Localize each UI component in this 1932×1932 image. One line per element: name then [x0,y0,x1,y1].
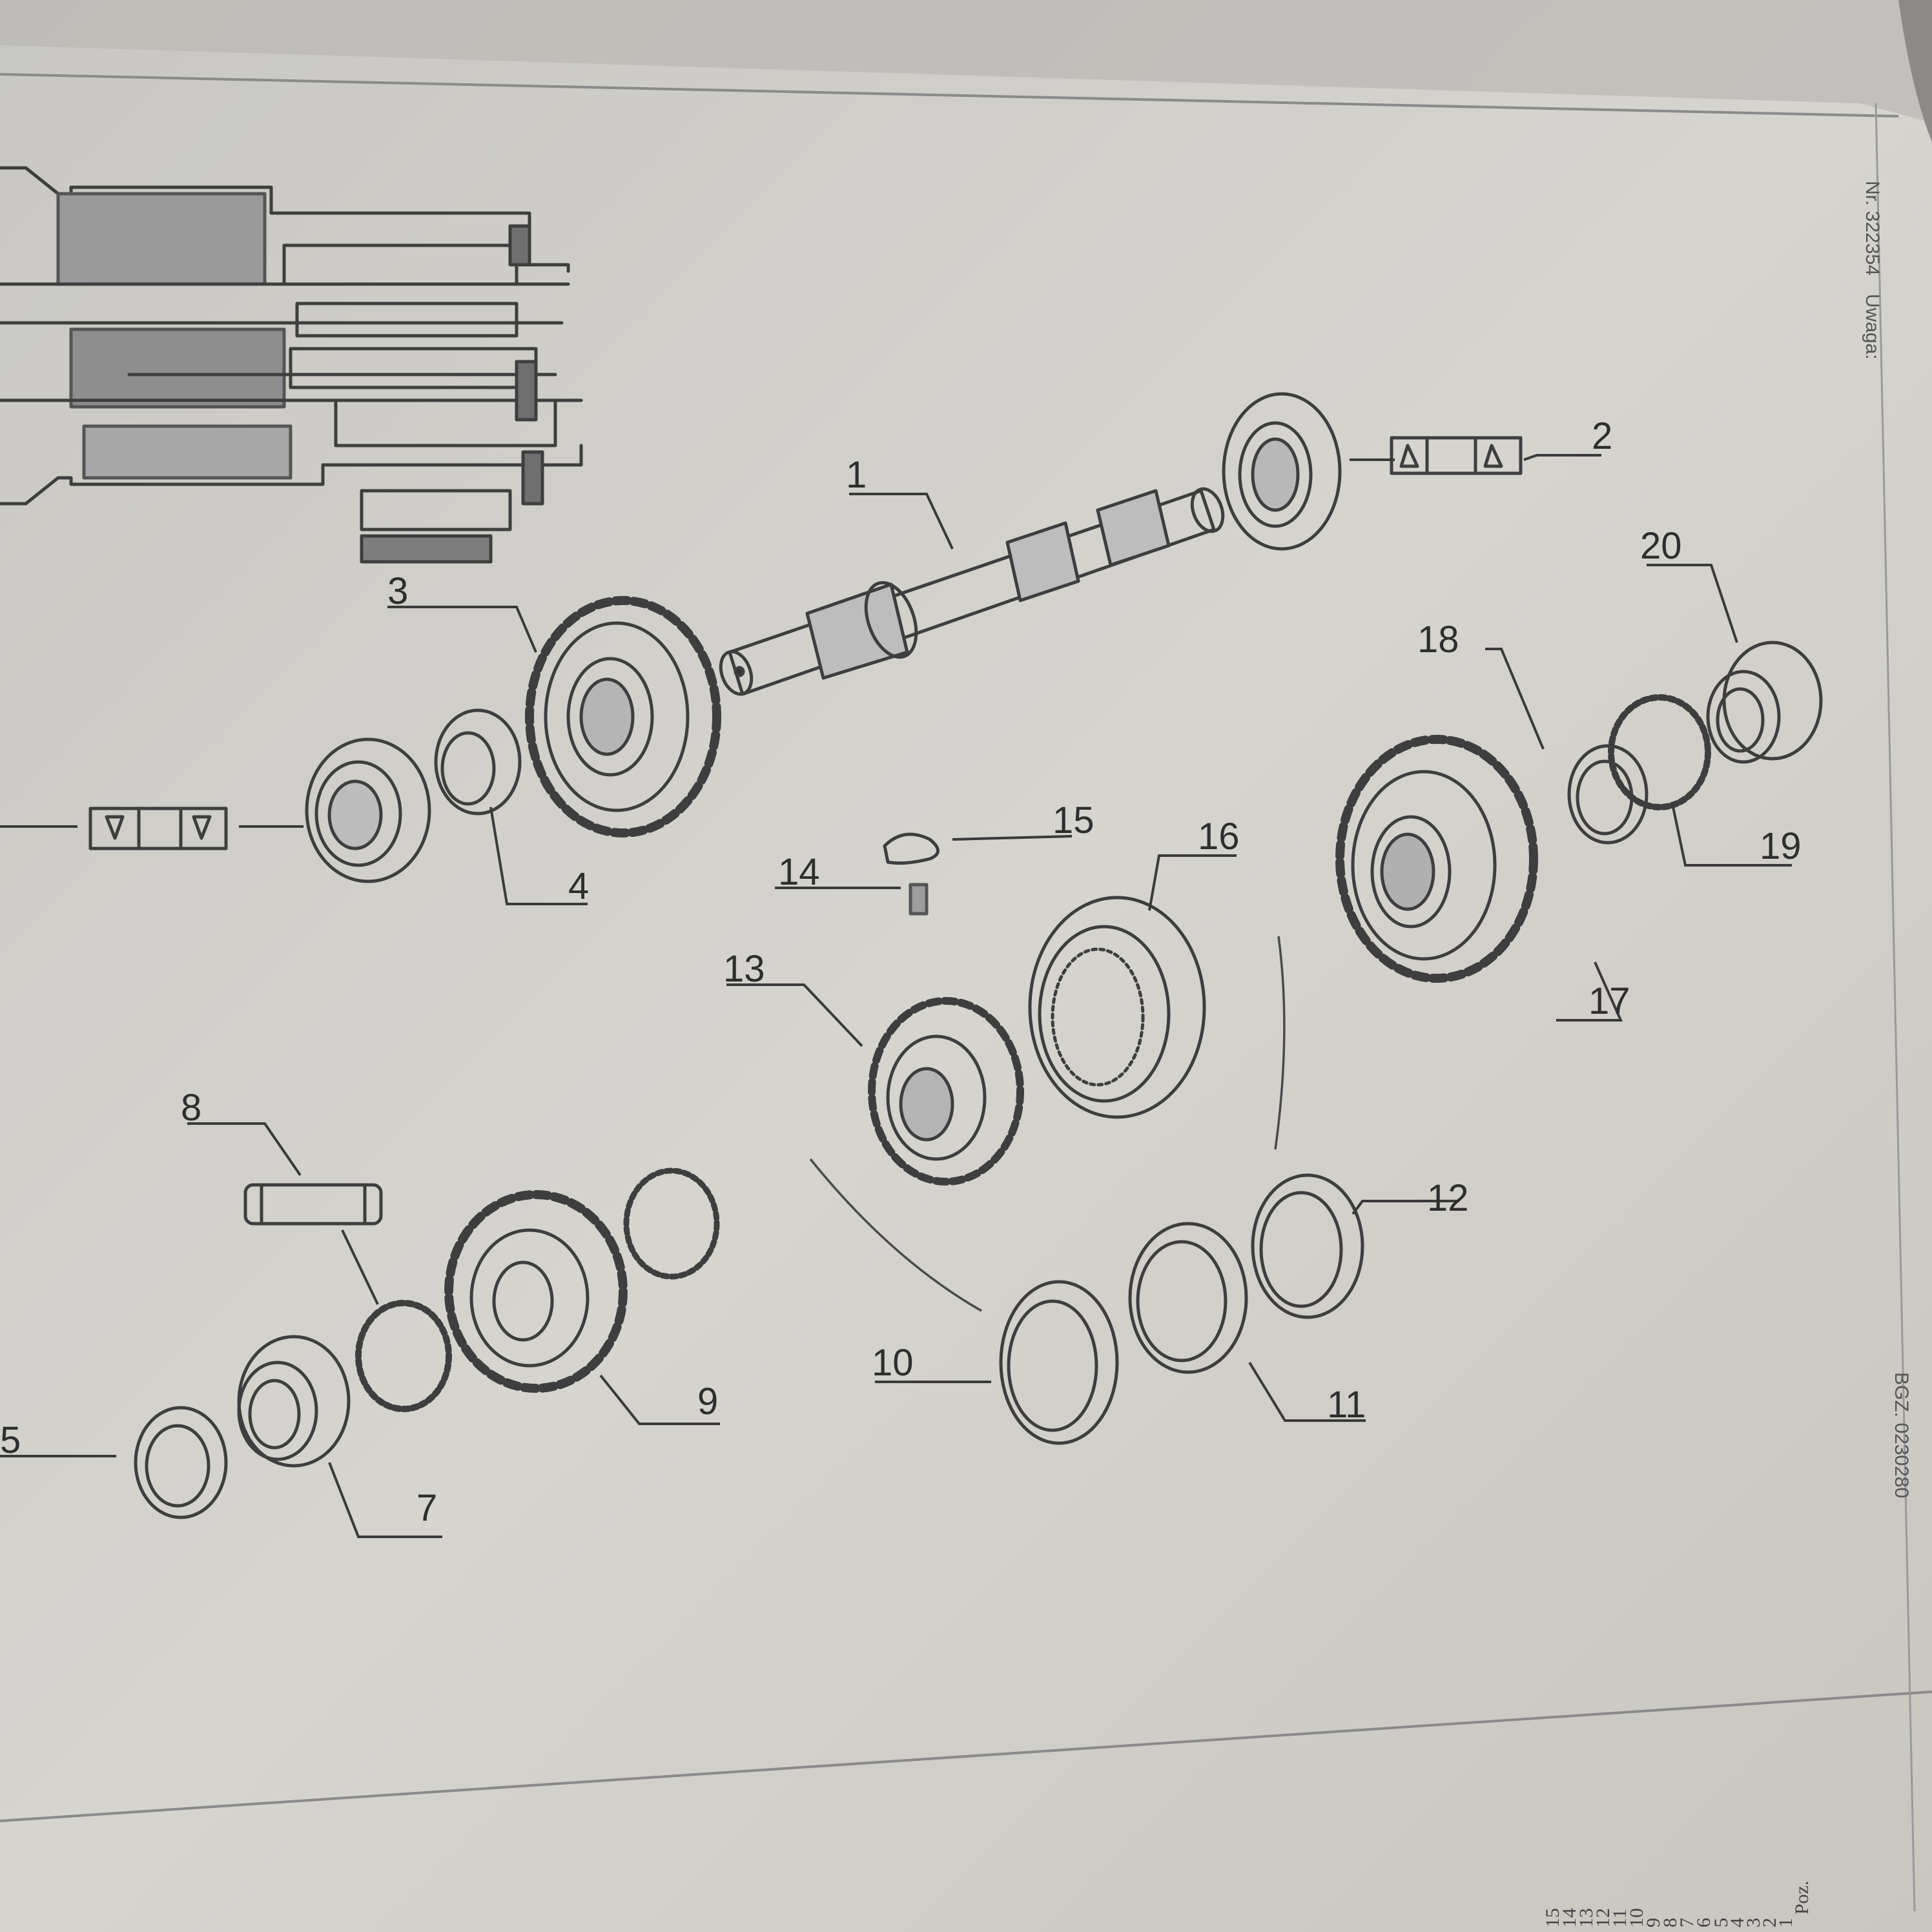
ring-icon [1028,896,1206,1119]
position-number: 10 [1626,1908,1647,1927]
part-label-2: 2 [1592,415,1612,457]
part-label-13: 13 [723,948,765,990]
gear-icon [1335,735,1538,983]
assembly-arc-left [809,1158,982,1312]
part-label-1: 1 [846,454,867,496]
key-icon [88,807,228,850]
bottom-rule [0,1690,1932,1822]
shaft-icon [243,1183,383,1226]
part-label-14: 14 [778,851,820,893]
bushing-icon [434,708,522,816]
part-label-11: 11 [1327,1384,1366,1426]
position-number: 9 [1643,1918,1664,1927]
bushing-icon [237,1335,351,1468]
part-label-12: 12 [1427,1177,1469,1219]
position-number: 5 [1711,1918,1732,1927]
position-number: 13 [1576,1908,1597,1927]
ring-icon [999,1280,1119,1445]
gear-icon [868,997,1024,1186]
part-label-3: 3 [387,570,408,612]
part-label-10: 10 [872,1342,914,1384]
part-label-8: 8 [181,1087,201,1129]
bearing-icon [1608,694,1711,810]
position-number: 11 [1609,1909,1630,1927]
position-number: 1 [1775,1918,1796,1927]
part-label-4: 4 [568,865,589,907]
position-number: 2 [1759,1918,1780,1927]
part-label-20: 20 [1640,525,1682,567]
position-number: 12 [1592,1908,1614,1927]
part-label-5: 5 [0,1419,21,1461]
ring-icon [1251,1173,1364,1319]
part-label-15: 15 [1053,799,1094,841]
leader-lines [0,454,1792,1538]
ring-icon [1128,1222,1248,1374]
position-column: Poz. 1 2 3 4 5 6 7 8 9 10 11 12 13 14 15 [1542,1881,1813,1928]
catalog-code: BGZ. 0230280 [1891,1372,1912,1498]
bearing-icon [355,1300,452,1412]
gear-icon [444,1190,628,1393]
position-number: 8 [1660,1918,1681,1927]
part-label-9: 9 [697,1381,718,1423]
right-rule [1875,103,1916,1912]
part-label-17: 17 [1588,980,1630,1022]
key-icon [1390,436,1523,475]
position-number: 4 [1727,1918,1748,1927]
assembly-arc-right [1274,936,1286,1150]
gear-icon [525,596,721,838]
top-shadow [0,0,1932,123]
bearing-icon [134,1406,228,1519]
bearing-icon [1222,392,1342,551]
part-label-19: 19 [1760,825,1802,867]
position-number: 3 [1743,1918,1764,1927]
bushing-icon [1706,641,1823,764]
page-curl-right [1898,0,1932,142]
ring-icon [623,1167,720,1280]
position-number: 6 [1693,1918,1714,1927]
part-label-16: 16 [1198,816,1240,858]
sleeve-icon [883,832,940,916]
position-header: Poz. [1791,1881,1813,1915]
part-label-7: 7 [416,1487,437,1529]
shaft-icon [719,487,1225,696]
gearbox-housing-icon [0,166,583,564]
position-number: 14 [1559,1908,1580,1927]
position-number: 15 [1542,1908,1563,1927]
position-number: 7 [1676,1918,1698,1927]
bearing-icon [305,737,431,883]
top-rule [0,73,1899,118]
drawing-number: Nr. 322354 [1862,181,1883,276]
note-label: Uwaga: [1862,294,1883,360]
part-label-18: 18 [1417,619,1459,661]
